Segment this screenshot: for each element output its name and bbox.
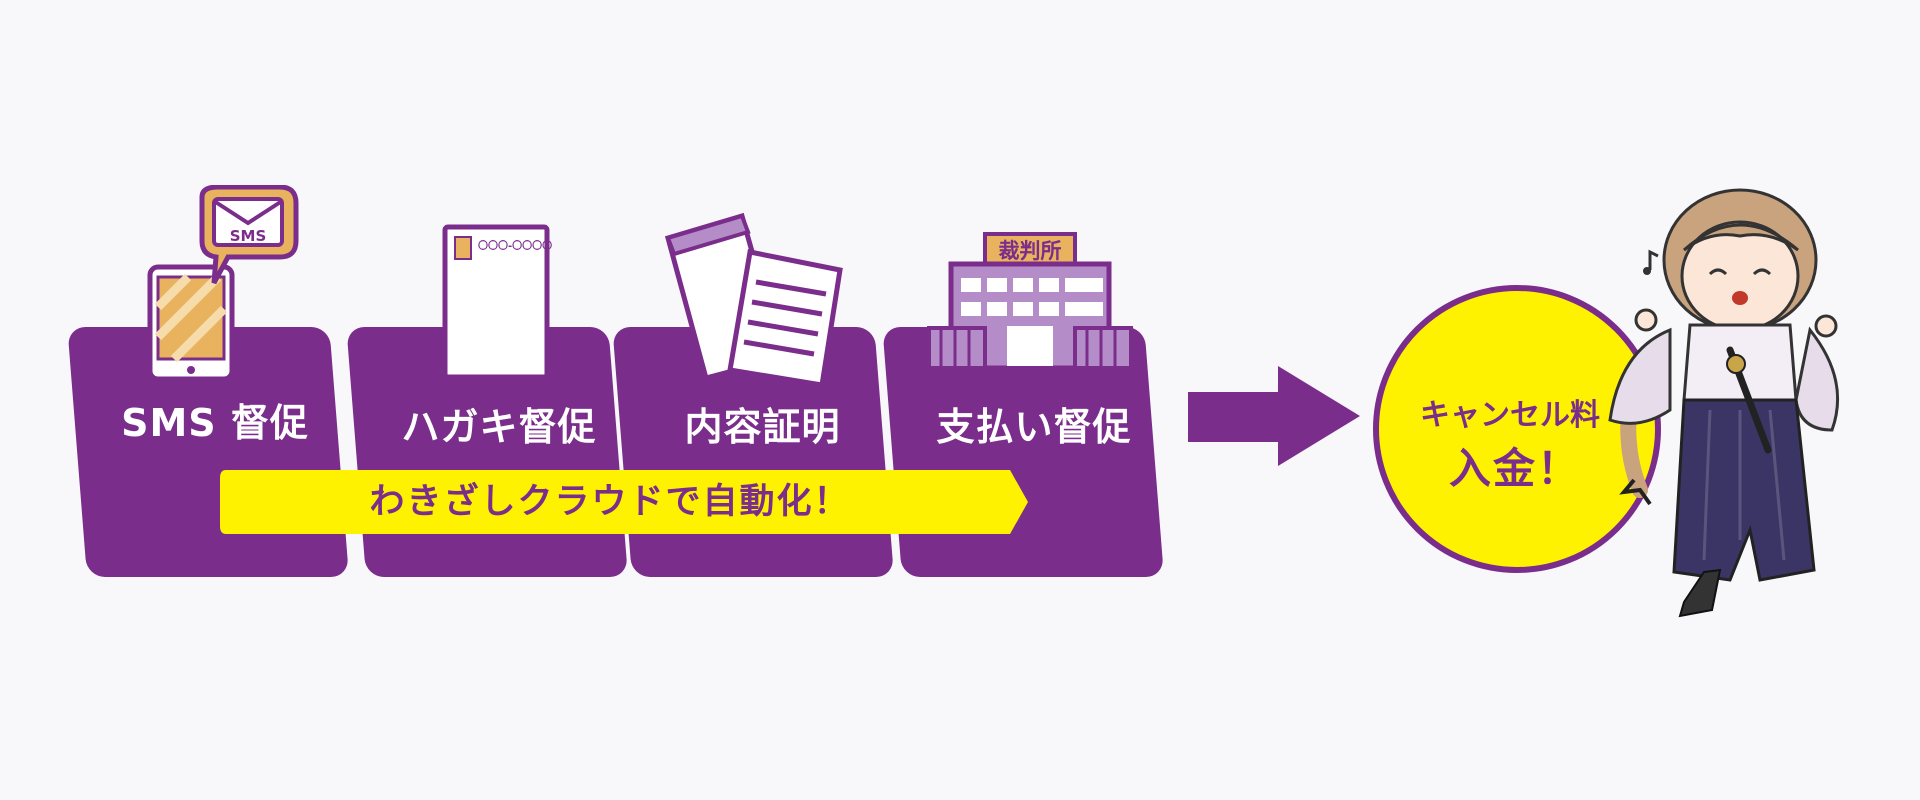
documents-icon — [664, 212, 843, 388]
sms-phone-icon: SMS — [147, 185, 299, 380]
courthouse-icon: 裁判所 — [927, 232, 1133, 371]
step-label-postcard: ハガキ督促 — [401, 405, 597, 449]
hakama-character-illustration — [1608, 188, 1840, 618]
automation-banner — [220, 470, 1028, 534]
step-label-sms: SMS 督促 — [121, 401, 309, 445]
postcard-icon-text: 〇〇〇-〇〇〇〇 — [478, 239, 552, 252]
automation-banner-text: わきざしクラウドで自動化！ — [369, 482, 851, 522]
sms-icon-text: SMS — [230, 227, 267, 245]
result-text-line1: キャンセル料 — [1420, 398, 1600, 433]
result-text-line2: 入金！ — [1448, 444, 1581, 493]
courthouse-icon-text: 裁判所 — [999, 239, 1062, 263]
step-label-certified-mail: 内容証明 — [684, 405, 841, 449]
right-arrow-icon — [1188, 366, 1360, 466]
step-label-payment-demand: 支払い督促 — [936, 405, 1132, 449]
result-circle — [1373, 285, 1661, 573]
postcard-icon: 〇〇〇-〇〇〇〇 — [442, 224, 552, 380]
